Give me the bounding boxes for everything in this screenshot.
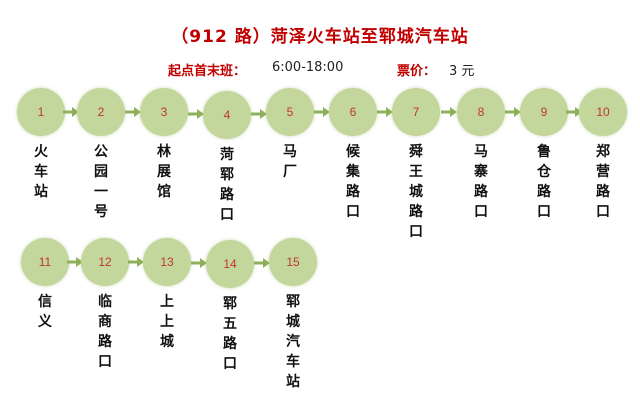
stop-number: 12 bbox=[98, 255, 112, 269]
arrow-right-icon bbox=[250, 108, 267, 119]
hours-value-text: 6:00-18:00 bbox=[272, 60, 344, 75]
stop-circle-12: 12 bbox=[81, 238, 129, 286]
stop-name: 火车站 bbox=[34, 144, 48, 200]
arrow-right-icon bbox=[313, 107, 330, 117]
stop-number: 10 bbox=[596, 105, 610, 119]
arrow-right-icon bbox=[63, 107, 79, 117]
arrow-right-icon bbox=[253, 258, 270, 268]
arrow-right-icon bbox=[124, 107, 141, 117]
stop-number: 7 bbox=[412, 105, 420, 119]
stop-circle-1: 1 bbox=[17, 88, 65, 136]
stop-circle-7: 7 bbox=[392, 88, 440, 136]
stop-circle-3: 3 bbox=[140, 88, 188, 136]
stop-number: 3 bbox=[160, 105, 168, 119]
stop-circle-11: 11 bbox=[21, 238, 69, 286]
hours-value: 6:00-18:00 bbox=[272, 60, 343, 75]
hours-label: 起点首末班： bbox=[168, 60, 246, 79]
hours-label-text: 起点首末班： bbox=[168, 64, 247, 79]
stop-name: 马寨路口 bbox=[474, 144, 488, 220]
route-title: （912 路）菏泽火车站至郓城汽车站 bbox=[171, 27, 469, 47]
stop-number: 9 bbox=[540, 105, 548, 119]
stop-number: 14 bbox=[223, 257, 237, 271]
stop-circle-8: 8 bbox=[457, 88, 505, 136]
stop-name: 林展馆 bbox=[157, 144, 171, 200]
arrow-right-icon bbox=[565, 107, 582, 117]
stop-name: 舜王城路口 bbox=[409, 144, 423, 240]
stop-circle-4: 4 bbox=[203, 91, 251, 139]
stop-number: 8 bbox=[477, 105, 485, 119]
stop-number: 15 bbox=[286, 255, 300, 269]
arrow-right-icon bbox=[187, 108, 204, 119]
stop-number: 4 bbox=[223, 108, 231, 122]
stop-number: 5 bbox=[286, 105, 294, 119]
arrow-right-icon bbox=[376, 107, 393, 117]
stop-name: 上上城 bbox=[160, 294, 174, 350]
fare-value: 3 元 bbox=[449, 60, 474, 79]
fare-label-text: 票价： bbox=[397, 64, 437, 79]
stop-circle-5: 5 bbox=[266, 88, 314, 136]
stop-circle-10: 10 bbox=[579, 88, 627, 136]
stop-name: 信义 bbox=[38, 294, 52, 330]
arrow-right-icon bbox=[128, 257, 144, 267]
stop-name: 临商路口 bbox=[98, 294, 112, 370]
stop-circle-2: 2 bbox=[77, 88, 125, 136]
stop-number: 6 bbox=[349, 105, 357, 119]
stop-number: 13 bbox=[160, 255, 174, 269]
arrow-right-icon bbox=[190, 258, 207, 268]
stop-name: 郑营路口 bbox=[596, 144, 610, 220]
stop-name: 菏郓路口 bbox=[220, 147, 234, 223]
arrow-right-icon bbox=[440, 107, 457, 117]
stop-circle-6: 6 bbox=[329, 88, 377, 136]
arrow-right-icon bbox=[67, 257, 83, 267]
fare-label: 票价： bbox=[397, 60, 436, 79]
fare-value-text: 3 元 bbox=[449, 64, 475, 79]
stop-circle-13: 13 bbox=[143, 238, 191, 286]
stop-number: 1 bbox=[37, 105, 45, 119]
stop-circle-14: 14 bbox=[206, 240, 254, 288]
stop-name: 郓城汽车站 bbox=[286, 294, 300, 390]
arrow-right-icon bbox=[504, 107, 521, 117]
stop-circle-15: 15 bbox=[269, 238, 317, 286]
stop-name: 候集路口 bbox=[346, 144, 360, 220]
stop-name: 鲁仓路口 bbox=[537, 144, 551, 220]
stop-name: 公园一号 bbox=[94, 144, 108, 220]
stop-circle-9: 9 bbox=[520, 88, 568, 136]
stop-name: 郓五路口 bbox=[223, 296, 237, 372]
stop-number: 11 bbox=[38, 255, 52, 269]
stop-number: 2 bbox=[97, 105, 105, 119]
stop-name: 马厂 bbox=[283, 144, 297, 180]
